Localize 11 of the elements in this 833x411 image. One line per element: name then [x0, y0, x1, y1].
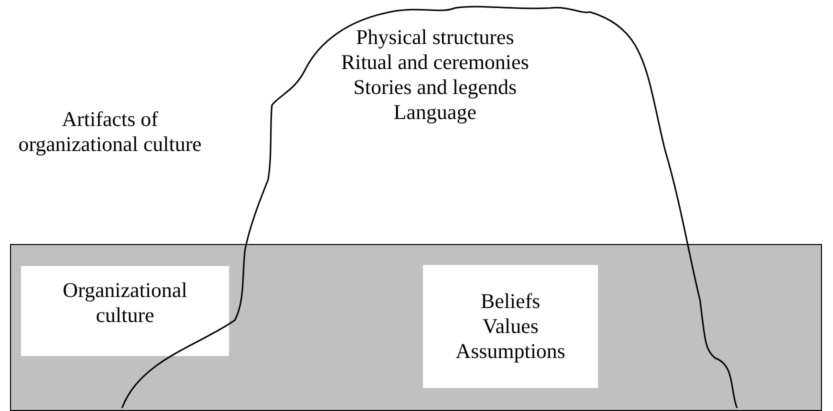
box-label: Values: [482, 314, 538, 339]
artifact-list-text: Ritual and ceremonies: [340, 50, 530, 75]
box-label: Beliefs: [480, 289, 540, 314]
annotation-text: Artifacts of organizational culture: [17, 107, 203, 157]
artifact-list-text: Physical structures: [354, 25, 516, 50]
box-label: Assumptions: [456, 339, 566, 364]
artifact-list-text: Language: [392, 100, 478, 125]
text-box: [423, 265, 598, 388]
text-box: [21, 266, 229, 356]
box-label: Organizational culture: [62, 278, 188, 328]
artifact-list-text: Stories and legends: [352, 75, 518, 100]
